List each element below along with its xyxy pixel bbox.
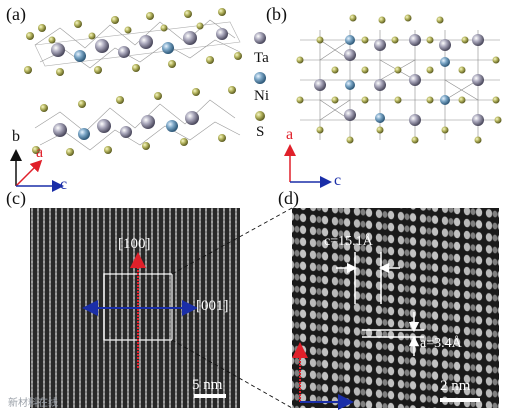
panel-label-c: (c) xyxy=(6,188,26,208)
legend-s-swatch xyxy=(255,111,265,121)
axis-label-c-a: c xyxy=(60,176,68,193)
panel-label-b: (b) xyxy=(266,4,287,24)
axes-a xyxy=(10,149,64,192)
legend-ni-swatch xyxy=(254,72,266,84)
scale-bar-c xyxy=(194,394,226,398)
watermark: 新材料在线 xyxy=(8,398,58,409)
crystal-structure-b xyxy=(300,30,500,140)
a-spacing-label: a=3.4Å xyxy=(420,336,462,351)
direction-label-100: [100] xyxy=(118,236,151,252)
direction-label-001: [001] xyxy=(196,298,229,314)
legend-s-label: S xyxy=(256,124,265,140)
panel-label-d: (d) xyxy=(278,188,299,208)
scale-bar-d xyxy=(440,398,480,402)
axis-label-a-diag: a xyxy=(36,144,44,161)
axis-label-a-b: a xyxy=(286,126,294,143)
legend-ta-swatch xyxy=(254,32,266,44)
tem-image-c xyxy=(30,208,240,408)
layer-bottom xyxy=(34,99,241,151)
axes-b xyxy=(284,144,332,188)
axis-label-c-b: c xyxy=(334,172,342,189)
legend-ni-label: Ni xyxy=(254,88,269,104)
layer-bottom-atoms xyxy=(32,86,236,156)
layer-top-atoms xyxy=(24,8,242,76)
panel-label-a: (a) xyxy=(6,4,26,24)
tem-image-d xyxy=(292,208,499,410)
c-spacing-label: c=15.1Å xyxy=(324,234,373,249)
crystal-atoms-b xyxy=(296,14,502,144)
scale-bar-label-d: 2 nm xyxy=(440,378,471,394)
axis-label-b: b xyxy=(12,128,20,145)
scale-bar-label-c: 5 nm xyxy=(192,377,223,393)
legend-ta-label: Ta xyxy=(254,50,269,66)
